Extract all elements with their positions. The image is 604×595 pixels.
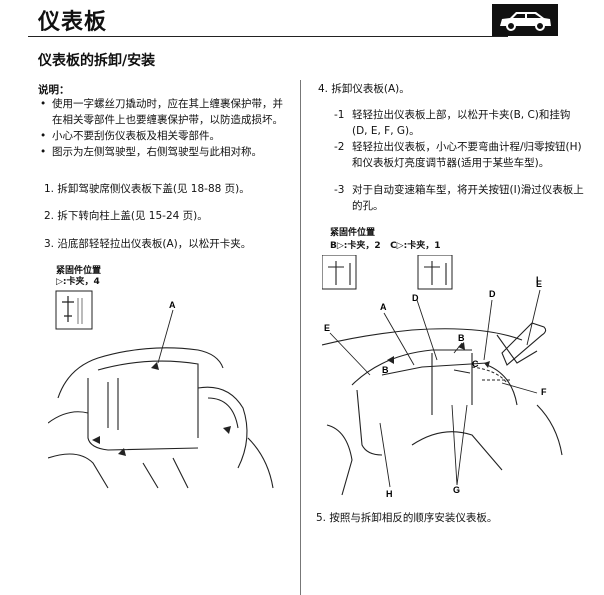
clip-markers	[92, 362, 231, 456]
note-item: 图示为左侧驾驶型，右侧驾驶型与此相对称。	[38, 144, 288, 160]
callout-i: I	[536, 275, 539, 285]
substep-2: -2 轻轻拉出仪表板，小心不要弯曲计程/归零按钮(H)和仪表板灯亮度调节器(适用…	[318, 139, 586, 187]
panel-outline	[48, 347, 274, 489]
section-title: 仪表板的拆卸/安装	[38, 53, 156, 69]
substep-text: 轻轻拉出仪表板上部，以松开卡夹(B, C)和挂钩(D, E, F, G)。	[352, 109, 571, 137]
clip-c-count: C▷:卡夹，1	[390, 241, 441, 251]
fastener-location-title: 紧固件位置	[56, 266, 102, 276]
fastener-clip-counts: B▷:卡夹，2 C▷:卡夹，1	[330, 241, 440, 252]
step-3: 3. 沿底部轻轻拉出仪表板(A)，以松开卡夹。	[44, 238, 252, 250]
dashed-outline	[471, 366, 512, 384]
panel-outline	[322, 328, 563, 496]
substep-text: 轻轻拉出仪表板，小心不要弯曲计程/归零按钮(H)和仪表板灯亮度调节器(适用于某些…	[352, 141, 582, 169]
note-item: 小心不要刮伤仪表板及相关零部件。	[38, 128, 288, 144]
substep-1: -1 轻轻拉出仪表板上部，以松开卡夹(B, C)和挂钩(D, E, F, G)。	[318, 107, 586, 139]
fastener-clip-count: ▷:卡夹，4	[56, 277, 100, 287]
callout-f: F	[541, 387, 547, 397]
clip-symbol-icon	[322, 255, 357, 290]
callout-e: E	[536, 279, 542, 289]
substep-number: -2	[334, 141, 345, 153]
note-item: 使用一字螺丝刀撬动时，应在其上缠裹保护带，并在相关零部件上也要缠裹保护带，以防造…	[38, 96, 288, 128]
notes-list: 使用一字螺丝刀撬动时，应在其上缠裹保护带，并在相关零部件上也要缠裹保护带，以防造…	[38, 96, 288, 160]
fastener-location-title: 紧固件位置	[330, 228, 376, 238]
section-badge	[492, 4, 558, 36]
substep-3: -3 对于自动变速箱车型，将开关按钮(I)滑过仪表板上的孔。	[318, 182, 586, 214]
step-1: 1. 拆卸驾驶席侧仪表板下盖(见 18-88 页)。	[44, 183, 250, 195]
step-4: 4. 拆卸仪表板(A)。	[318, 83, 410, 95]
substep-number: -1	[334, 109, 345, 121]
notes-title: 说明：	[38, 84, 70, 96]
callout-e: E	[324, 323, 330, 333]
callout-c: C	[472, 359, 479, 369]
substep-number: -3	[334, 184, 345, 196]
step-5: 5. 按照与拆卸相反的顺序安装仪表板。	[316, 512, 498, 524]
step-2: 2. 拆下转向柱上盖(见 15-24 页)。	[44, 210, 208, 222]
shift-lever	[501, 322, 547, 366]
clip-b-count: B▷:卡夹，2	[330, 241, 381, 251]
callout-b: B	[458, 333, 465, 343]
column-divider	[300, 80, 301, 595]
clip-symbol-icon	[417, 255, 453, 290]
callout-a: A	[380, 302, 387, 312]
substep-text: 对于自动变速箱车型，将开关按钮(I)滑过仪表板上的孔。	[352, 184, 584, 212]
callout-d: D	[489, 289, 496, 299]
callout-h: H	[386, 489, 393, 499]
callout-a: A	[169, 300, 176, 310]
page-title: 仪表板	[38, 10, 108, 35]
instrument-panel-diagram: A	[48, 290, 274, 489]
callout-b: B	[382, 365, 389, 375]
callout-g: G	[453, 485, 460, 495]
car-icon	[500, 12, 551, 31]
header-rule	[28, 36, 508, 37]
callout-leaders	[329, 289, 541, 488]
clip-markers	[387, 342, 490, 368]
callout-d: D	[412, 293, 419, 303]
clip-symbol-icon	[55, 290, 93, 330]
panel-removal-diagram: E D D A E B B C F G H I	[322, 255, 563, 499]
